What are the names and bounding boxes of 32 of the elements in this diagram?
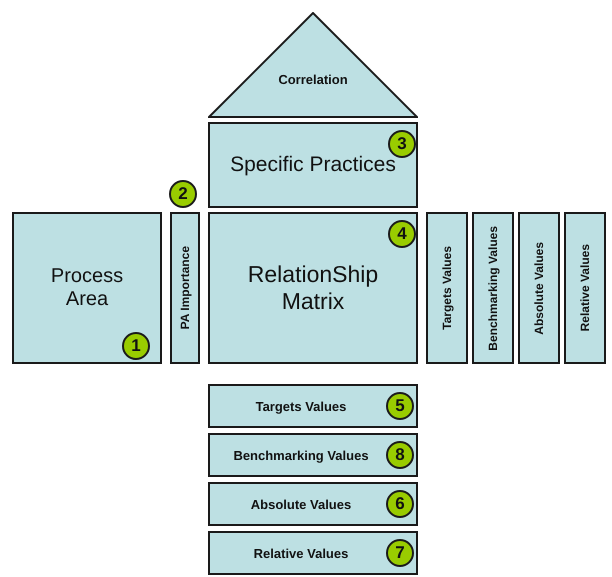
values-row bbox=[208, 433, 418, 477]
values-row bbox=[208, 384, 418, 428]
process-area-box bbox=[12, 212, 162, 364]
values-column bbox=[564, 212, 606, 364]
box-label: Targets Values bbox=[256, 398, 346, 414]
matrix-box bbox=[208, 212, 418, 364]
importance-column bbox=[170, 212, 200, 364]
callout-number: 4 bbox=[388, 220, 416, 248]
box-label: Relative Values bbox=[254, 546, 348, 560]
column-label: Benchmarking Values bbox=[486, 226, 500, 350]
column-label: Absolute Values bbox=[532, 242, 546, 334]
column-label: PA Importance bbox=[178, 246, 192, 330]
values-row bbox=[208, 482, 418, 526]
callout-number: 7 bbox=[386, 539, 414, 567]
values-row bbox=[208, 531, 418, 575]
roof-label: Correlation bbox=[277, 72, 349, 87]
callout-number: 8 bbox=[386, 441, 414, 469]
values-column bbox=[472, 212, 514, 364]
column-label: Targets Values bbox=[440, 246, 454, 330]
values-column bbox=[426, 212, 468, 364]
column-label: Relative Values bbox=[578, 244, 592, 332]
box-label: RelationShip Matrix bbox=[246, 261, 380, 315]
callout-number: 1 bbox=[122, 332, 150, 360]
box-label: Absolute Values bbox=[250, 496, 352, 512]
callout-number: 5 bbox=[386, 392, 414, 420]
callout-number: 6 bbox=[386, 490, 414, 518]
box-label: Process Area bbox=[50, 265, 124, 311]
values-column bbox=[518, 212, 560, 364]
box-label: Benchmarking Values bbox=[233, 448, 369, 462]
callout-number: 2 bbox=[169, 180, 197, 208]
practices-box bbox=[208, 122, 418, 208]
callout-number: 3 bbox=[388, 130, 416, 158]
